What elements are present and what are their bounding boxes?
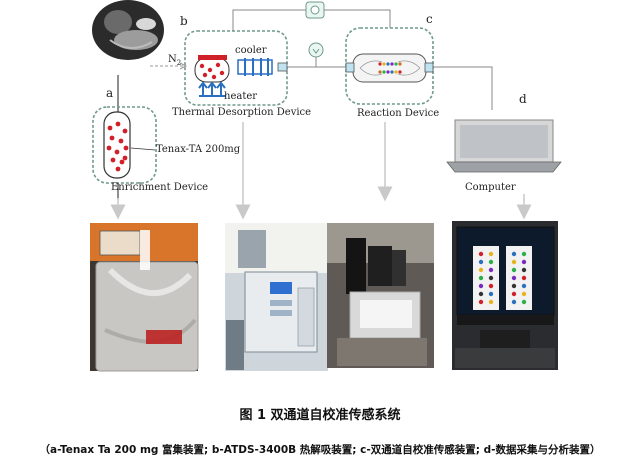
label-a: a <box>106 86 114 100</box>
screen-spot <box>511 259 517 265</box>
figure-caption-subtitle: （a-Tenax Ta 200 mg 富集装置; b-ATDS-3400B 热解… <box>39 444 601 456</box>
sensor-spot <box>398 62 402 66</box>
computer-icon <box>446 119 562 173</box>
sensor-spot <box>382 62 386 66</box>
sensor-spot <box>386 62 390 66</box>
screen-spot <box>478 267 484 273</box>
screen-spot <box>511 283 517 289</box>
bead <box>211 74 217 80</box>
photo-thermal-instrument <box>225 223 328 371</box>
n2-subscript: 2 <box>176 59 182 67</box>
bead <box>215 62 221 68</box>
screen-spot <box>521 299 527 305</box>
photo-gas-bag <box>90 223 199 372</box>
label-c: c <box>426 12 433 26</box>
screen-spot <box>511 267 517 273</box>
label-computer: Computer <box>465 182 516 193</box>
screen-spot <box>478 251 484 257</box>
data-line <box>433 66 493 110</box>
sensor-spot <box>382 70 386 74</box>
label-heater: heater <box>224 91 258 102</box>
screen-spot <box>511 299 517 305</box>
screen-spot <box>478 291 484 297</box>
pressure-gauge-icon <box>308 42 324 67</box>
cooler-icon <box>237 58 273 76</box>
recirculation-line <box>232 9 391 31</box>
bead <box>114 149 120 155</box>
label-n2: N2 <box>168 54 181 67</box>
label-reaction-device: Reaction Device <box>357 108 440 119</box>
bead <box>107 125 113 131</box>
label-enrichment-device: Enrichment Device <box>111 182 209 193</box>
bead <box>115 121 121 127</box>
screen-spot <box>488 251 494 257</box>
bead <box>123 145 129 151</box>
screen-spot <box>521 259 527 265</box>
pump-icon <box>305 1 325 19</box>
screen-spot <box>488 267 494 273</box>
label-cooler: cooler <box>235 45 267 56</box>
heater-icon <box>198 81 226 97</box>
tenax-beads <box>106 121 129 172</box>
bead <box>119 159 125 165</box>
screen-spot <box>521 283 527 289</box>
valve-b <box>277 62 288 72</box>
screen-spot <box>511 251 517 257</box>
screen-spot <box>488 259 494 265</box>
sensor-spot <box>378 70 382 74</box>
screen-spot <box>488 275 494 281</box>
screen-spot <box>521 251 527 257</box>
sensor-spot <box>378 62 382 66</box>
screen-spot <box>521 267 527 273</box>
figure-caption-title: 图 1 双通道自校准传感系统 <box>239 408 401 423</box>
bead <box>199 63 205 69</box>
screen-spot <box>478 299 484 305</box>
label-b: b <box>180 14 188 28</box>
bead <box>109 135 115 141</box>
screen-spot <box>488 299 494 305</box>
photo-reaction-device <box>327 223 434 368</box>
screen-spot <box>521 275 527 281</box>
screen-sensor-spots <box>478 251 527 305</box>
sensor-spot <box>394 70 398 74</box>
n2-text: N <box>168 54 177 65</box>
sensor-array <box>378 62 402 74</box>
bead <box>110 157 116 163</box>
screen-spot <box>488 291 494 297</box>
photo-computer-screen <box>452 221 558 370</box>
sensor-spot <box>390 70 394 74</box>
screen-spot <box>478 283 484 289</box>
sensor-spot <box>390 62 394 66</box>
label-thermal-desorption: Thermal Desorption Device <box>172 107 312 118</box>
label-d: d <box>519 92 527 106</box>
heater-beads <box>199 62 225 80</box>
reaction-device <box>345 27 434 105</box>
bead <box>118 138 124 144</box>
sensor-spot <box>398 70 402 74</box>
screen-spot <box>478 275 484 281</box>
sensor-spot <box>386 70 390 74</box>
screen-spot <box>511 291 517 297</box>
screen-spot <box>478 259 484 265</box>
screen-spot <box>521 291 527 297</box>
bead <box>122 128 128 134</box>
bead <box>106 145 112 151</box>
breath-sampling-image <box>92 0 164 60</box>
flow-arrows <box>110 122 532 220</box>
screen-spot <box>511 275 517 281</box>
screen-spot <box>488 283 494 289</box>
bead <box>219 70 225 76</box>
bead <box>122 155 128 161</box>
enrichment-device <box>92 106 157 184</box>
bead <box>202 72 208 78</box>
label-tenax: Tenax-TA 200mg <box>156 144 241 155</box>
bead <box>115 166 121 172</box>
sensor-spot <box>394 62 398 66</box>
diagram <box>90 0 562 372</box>
bead <box>207 67 213 73</box>
